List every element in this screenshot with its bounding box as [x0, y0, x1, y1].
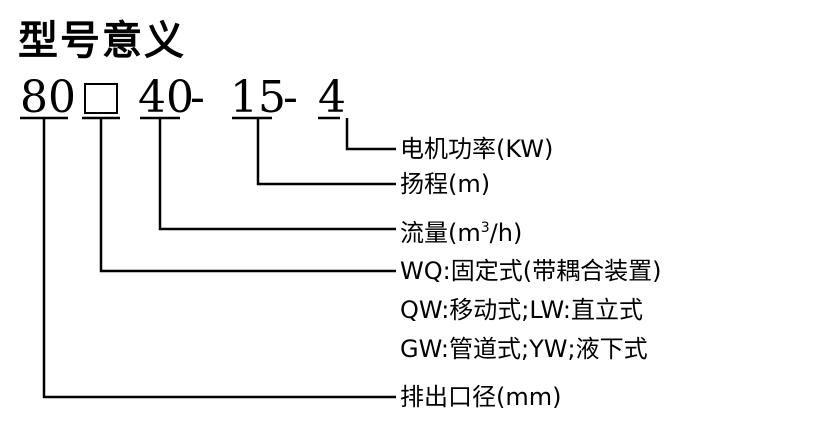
- leader-type: [99, 118, 396, 273]
- leader-power: [345, 118, 396, 151]
- page-title: 型号意义: [18, 18, 186, 64]
- leader-head: [256, 118, 396, 186]
- label-type-wq: WQ:固定式(带耦合装置): [400, 257, 662, 285]
- label-outlet-diameter: 排出口径(mm): [400, 383, 562, 411]
- label-head: 扬程(m): [400, 170, 491, 198]
- label-flow: 流量(m3/h): [400, 219, 523, 247]
- code-outlet-diameter: 80: [20, 72, 76, 123]
- label-motor-power: 电机功率(KW): [400, 135, 554, 163]
- code-power: 4: [318, 72, 346, 123]
- code-flow: 40: [138, 72, 194, 123]
- code-dash-2: -: [283, 72, 298, 123]
- label-type-qw: QW:移动式;LW:直立式: [400, 296, 643, 324]
- code-dash-1: -: [190, 72, 205, 123]
- leader-outlet: [42, 118, 396, 399]
- code-head: 15: [230, 72, 286, 123]
- leader-flow: [158, 118, 396, 231]
- code-type-box: [84, 83, 118, 114]
- label-type-gw: GW:管道式;YW;液下式: [400, 335, 648, 363]
